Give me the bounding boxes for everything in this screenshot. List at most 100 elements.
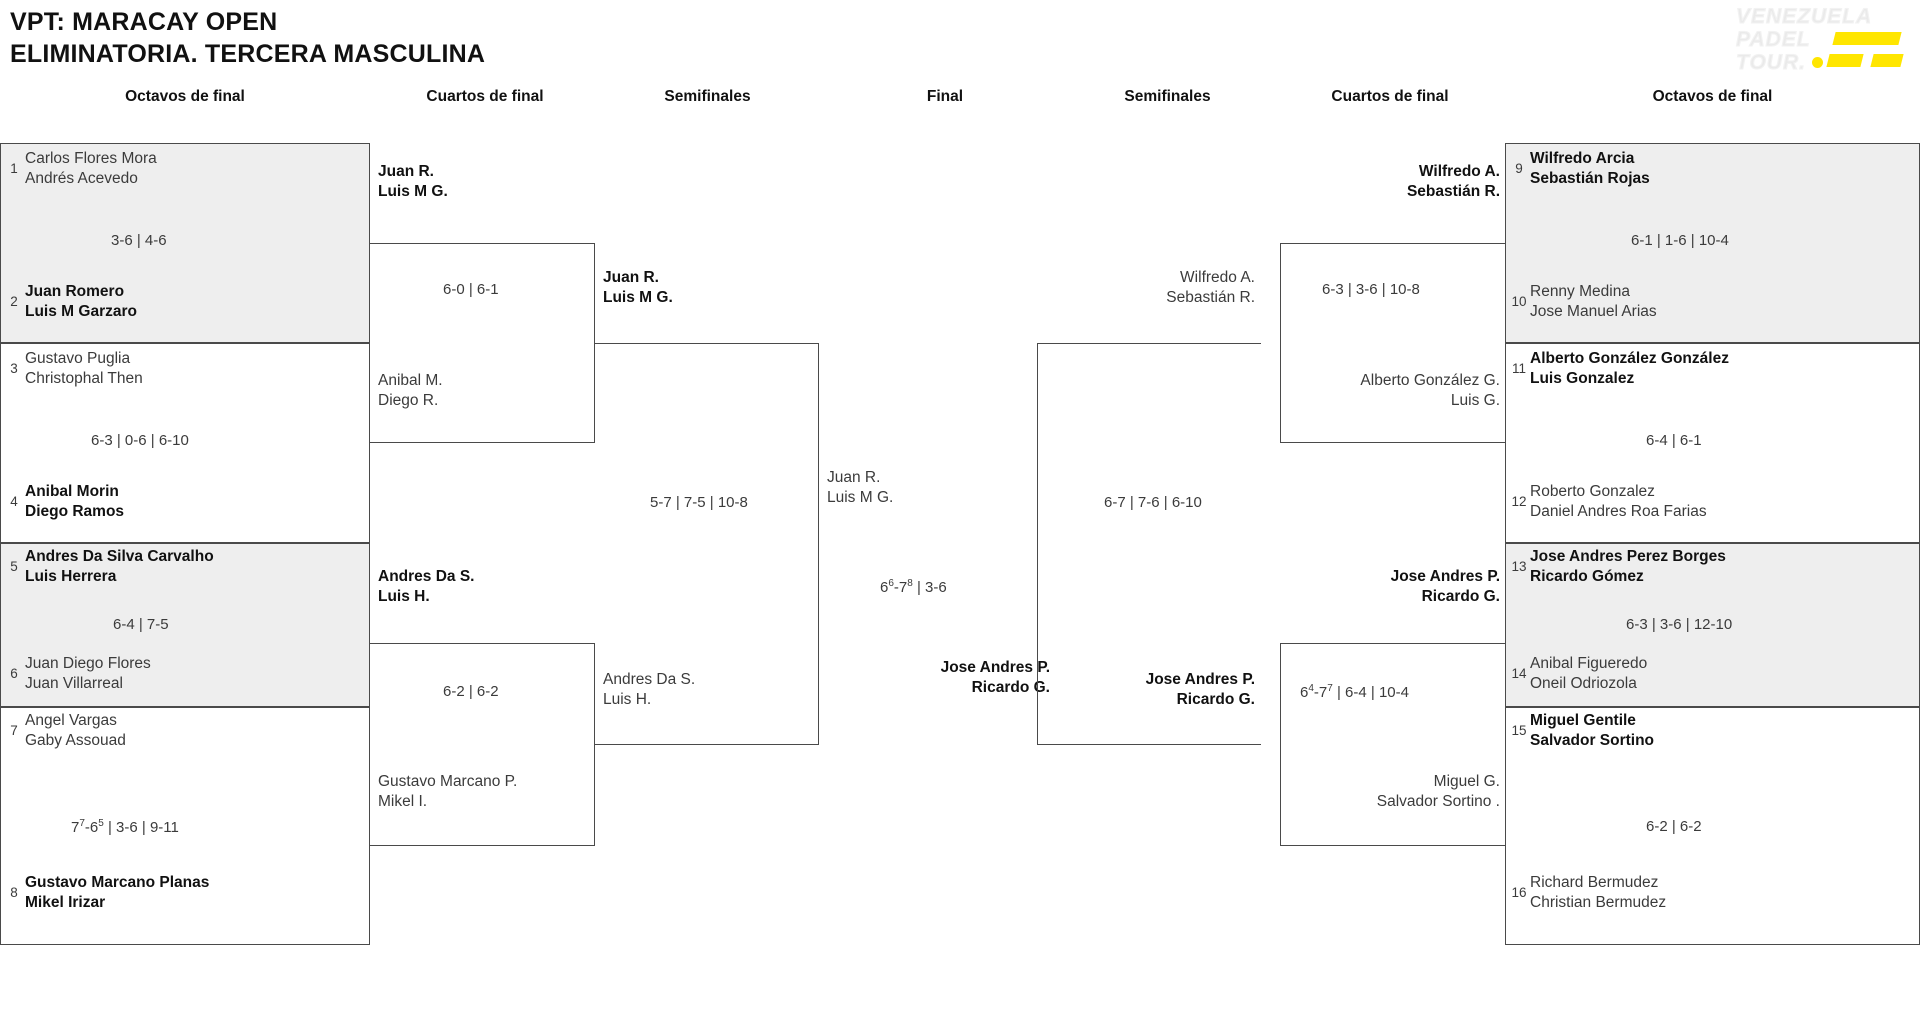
logo-text-padel: PADEL (1736, 28, 1811, 51)
match-score: 6-3 | 3-6 | 12-10 (1626, 616, 1733, 633)
right-sf1-top-team: Wilfredo A. Sebastián R. (1166, 269, 1255, 306)
team-names: Richard Bermudez Christian Bermudez (1530, 874, 1667, 911)
team-names: Anibal Morin Diego Ramos (25, 483, 125, 520)
match-box-l3[interactable]: 5 Andres Da Silva Carvalho Luis Herrera … (0, 543, 370, 707)
team-slot-top: 7 Angel Vargas Gaby Assouad (3, 711, 126, 750)
match-box-r3[interactable]: 13 Jose Andres Perez Borges Ricardo Góme… (1505, 543, 1920, 707)
match-box-l4[interactable]: 7 Angel Vargas Gaby Assouad 77-65 | 3-6 … (0, 707, 370, 945)
team-slot-top: 15 Miguel Gentile Salvador Sortino (1508, 711, 1654, 750)
match-score: 6-4 | 7-5 (113, 616, 169, 633)
match-box-l1[interactable]: 1 Carlos Flores Mora Andrés Acevedo 3-6 … (0, 143, 370, 343)
team-slot-top: 11 Alberto González González Luis Gonzal… (1508, 349, 1729, 388)
right-qf2-score: 64-77 | 6-4 | 10-4 (1300, 683, 1409, 701)
team-slot-top: 1 Carlos Flores Mora Andrés Acevedo (3, 149, 157, 188)
team-names: Juan Romero Luis M Garzaro (25, 283, 137, 320)
seed-number: 11 (1511, 361, 1526, 376)
sf1-bottom-team: Andres Da S. Luis H. (603, 671, 696, 708)
team-slot-top: 5 Andres Da Silva Carvalho Luis Herrera (3, 547, 214, 586)
match-score: 77-65 | 3-6 | 9-11 (71, 818, 179, 836)
qf1-top-team: Juan R. Luis M G. (378, 163, 448, 200)
team-names: Juan Diego Flores Juan Villarreal (25, 655, 151, 692)
team-names: Gustavo Marcano Planas Mikel Irizar (25, 874, 210, 911)
sf1-top-team: Juan R. Luis M G. (603, 269, 673, 306)
connector-left-qf2 (370, 643, 595, 846)
round-header-left-sf: Semifinales (664, 88, 751, 105)
round-header-left-qf: Cuartos de final (426, 88, 544, 105)
team-slot-bottom: 16 Richard Bermudez Christian Bermudez (1508, 873, 1666, 912)
seed-number: 15 (1511, 723, 1527, 738)
seed-number: 6 (10, 666, 18, 681)
seed-number: 5 (10, 559, 18, 574)
seed-number: 1 (10, 161, 18, 176)
title-line-2: ELIMINATORIA. TERCERA MASCULINA (10, 40, 486, 68)
team-slot-bottom: 4 Anibal Morin Diego Ramos (3, 482, 124, 521)
seed-number: 16 (1511, 885, 1527, 900)
match-score: 3-6 | 4-6 (111, 232, 167, 249)
round-header-right-r16: Octavos de final (1652, 88, 1773, 105)
team-slot-top: 9 Wilfredo Arcia Sebastián Rojas (1508, 149, 1650, 188)
team-slot-top: 13 Jose Andres Perez Borges Ricardo Góme… (1508, 547, 1726, 586)
final-score: 66-78 | 3-6 (880, 578, 947, 596)
team-slot-top: 3 Gustavo Puglia Christophal Then (3, 349, 143, 388)
team-names: Angel Vargas Gaby Assouad (25, 712, 126, 749)
page-title: VPT: MARACAY OPEN ELIMINATORIA. TERCERA … (10, 6, 485, 70)
team-slot-bottom: 2 Juan Romero Luis M Garzaro (3, 282, 137, 321)
team-names: Wilfredo Arcia Sebastián Rojas (1530, 150, 1650, 187)
seed-number: 3 (10, 361, 18, 376)
match-score: 6-2 | 6-2 (1646, 818, 1702, 835)
team-names: Miguel Gentile Salvador Sortino (1530, 712, 1655, 749)
round-header-right-sf: Semifinales (1124, 88, 1211, 105)
right-qf2-top-team: Jose Andres P. Ricardo G. (1390, 568, 1500, 605)
logo-text-venezuela: VENEZUELA (1735, 5, 1873, 28)
seed-number: 13 (1511, 559, 1527, 574)
right-qf2-bottom-team: Miguel G. Salvador Sortino . (1376, 773, 1500, 810)
team-slot-bottom: 8 Gustavo Marcano Planas Mikel Irizar (3, 873, 209, 912)
logo-text-tour: TOUR. (1736, 51, 1806, 74)
right-qf1-bottom-team: Alberto González G. Luis G. (1360, 372, 1500, 409)
qf2-score: 6-2 | 6-2 (443, 683, 499, 700)
connector-left-qf1 (370, 243, 595, 443)
right-qf1-score: 6-3 | 3-6 | 10-8 (1322, 281, 1420, 298)
qf2-bottom-team: Gustavo Marcano P. Mikel I. (378, 773, 518, 810)
seed-number: 9 (1515, 161, 1523, 176)
connector-right-qf1 (1280, 243, 1505, 443)
team-names: Andres Da Silva Carvalho Luis Herrera (25, 548, 214, 585)
team-names: Anibal Figueredo Oneil Odriozola (1530, 655, 1648, 692)
match-box-r1[interactable]: 9 Wilfredo Arcia Sebastián Rojas 6-1 | 1… (1505, 143, 1920, 343)
team-names: Renny Medina Jose Manuel Arias (1530, 283, 1657, 320)
match-score: 6-1 | 1-6 | 10-4 (1631, 232, 1729, 249)
match-score: 6-3 | 0-6 | 6-10 (91, 432, 189, 449)
round-header-left-r16: Octavos de final (125, 88, 245, 105)
qf2-top-team: Andres Da S. Luis H. (378, 568, 475, 605)
match-box-l2[interactable]: 3 Gustavo Puglia Christophal Then 6-3 | … (0, 343, 370, 543)
round-header-final: Final (926, 88, 964, 105)
seed-number: 8 (10, 885, 18, 900)
team-names: Carlos Flores Mora Andrés Acevedo (25, 150, 157, 187)
right-sf1-bottom-team: Jose Andres P. Ricardo G. (1145, 671, 1255, 708)
connector-right-qf2 (1280, 643, 1505, 846)
round-header-right-qf: Cuartos de final (1331, 88, 1449, 105)
team-slot-bottom: 14 Anibal Figueredo Oneil Odriozola (1508, 654, 1647, 693)
logo-dot (1812, 57, 1823, 68)
team-slot-bottom: 12 Roberto Gonzalez Daniel Andres Roa Fa… (1508, 482, 1707, 521)
connector-left-sf1 (595, 343, 819, 745)
right-sf1-score: 6-7 | 7-6 | 6-10 (1104, 494, 1202, 511)
seed-number: 12 (1511, 494, 1527, 509)
team-names: Gustavo Puglia Christophal Then (25, 350, 143, 387)
team-slot-bottom: 10 Renny Medina Jose Manuel Arias (1508, 282, 1657, 321)
qf1-bottom-team: Anibal M. Diego R. (378, 372, 443, 409)
title-line-1: VPT: MARACAY OPEN (10, 8, 278, 36)
venezuela-padel-tour-logo: VENEZUELA PADEL TOUR. (1728, 4, 1908, 76)
seed-number: 2 (10, 294, 18, 309)
logo-bar-3 (1870, 54, 1904, 67)
seed-number: 7 (10, 723, 18, 738)
right-qf1-top-team: Wilfredo A. Sebastián R. (1406, 163, 1500, 200)
team-names: Jose Andres Perez Borges Ricardo Gómez (1530, 548, 1726, 585)
team-names: Roberto Gonzalez Daniel Andres Roa Faria… (1530, 483, 1707, 520)
final-left-team: Juan R. Luis M G. (827, 469, 894, 506)
sf1-score: 5-7 | 7-5 | 10-8 (650, 494, 748, 511)
seed-number: 14 (1511, 666, 1527, 681)
match-box-r2[interactable]: 11 Alberto González González Luis Gonzal… (1505, 343, 1920, 543)
match-box-r4[interactable]: 15 Miguel Gentile Salvador Sortino 6-2 |… (1505, 707, 1920, 945)
logo-bar-2 (1826, 54, 1864, 67)
